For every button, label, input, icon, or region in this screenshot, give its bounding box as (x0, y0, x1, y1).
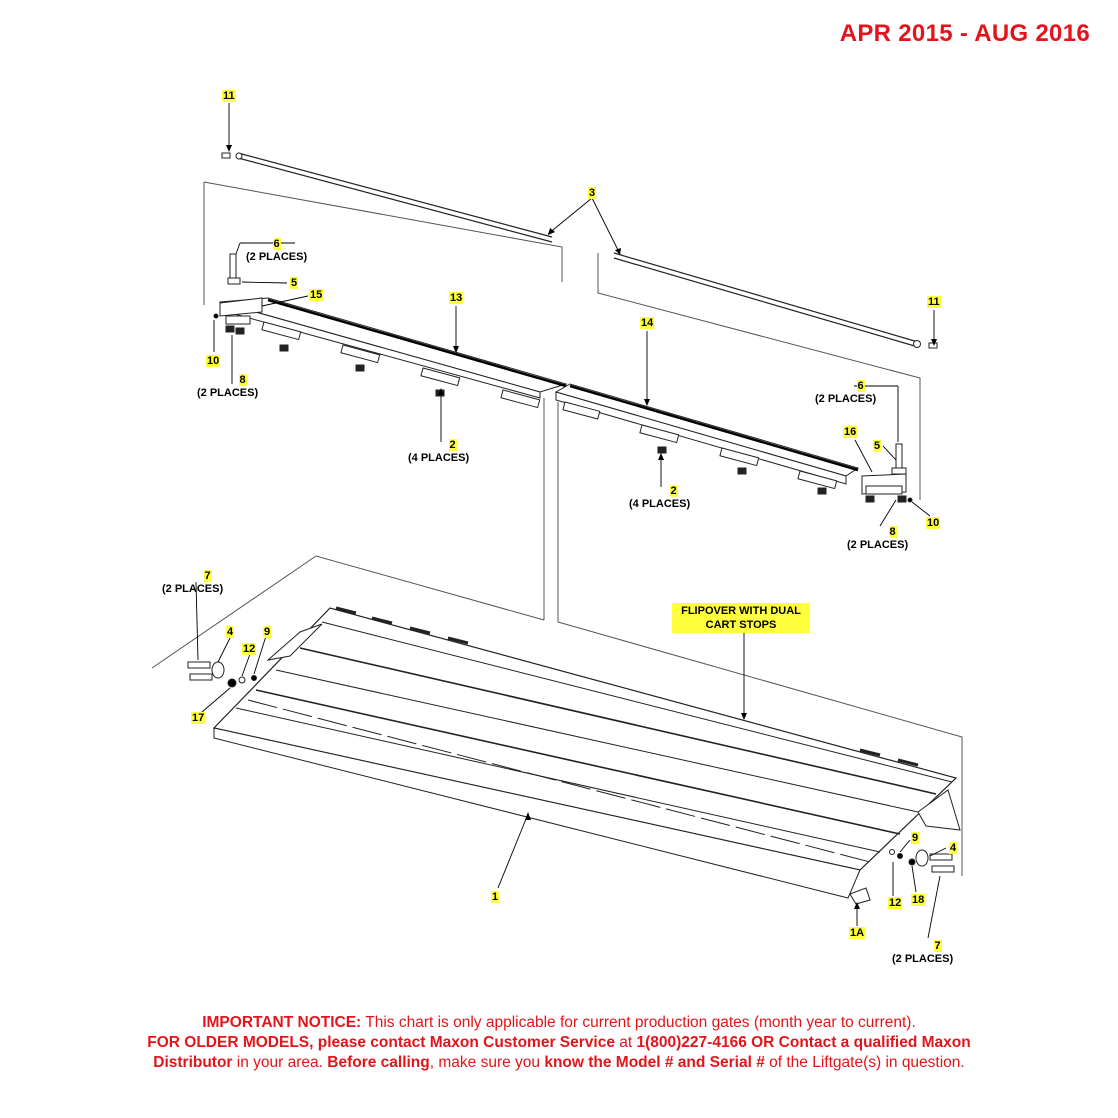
callout-2-right: 2(4 PLACES) (629, 485, 691, 510)
end-plate-left (213, 253, 263, 335)
callout-5-left: 5 (290, 277, 299, 289)
callout-1: 1 (491, 891, 500, 903)
callout-10-right: 10 (926, 517, 941, 529)
callout-14: 14 (640, 317, 655, 329)
hinge-pin-right (613, 252, 938, 349)
callout-2-left: 2(4 PLACES) (408, 439, 470, 464)
callout-11-left: 11 (222, 90, 236, 102)
callout-12-right: 12 (888, 897, 903, 909)
callout-11-right: 11 (927, 296, 941, 308)
hinge-pin-left (221, 152, 553, 243)
callout-7-left: 7(2 PLACES) (162, 570, 224, 595)
hardware-right (849, 849, 955, 905)
callout-16: 16 (843, 426, 858, 438)
hardware-left (187, 661, 257, 688)
important-notice: IMPORTANT NOTICE: This chart is only app… (147, 1014, 971, 1071)
leader-lines (195, 103, 947, 939)
end-plate-right (861, 443, 913, 503)
callout-4-left: 4 (226, 626, 235, 638)
hinge-plate-13 (219, 297, 568, 409)
callout-1a: 1A (849, 927, 866, 939)
callout-17: 17 (191, 712, 206, 724)
callout-8-right: 8(2 PLACES) (847, 526, 909, 551)
callout-10-left: 10 (206, 355, 221, 367)
callout-9-right: 9 (911, 832, 920, 844)
callout-13: 13 (449, 292, 464, 304)
callout-8-left: 8(2 PLACES) (197, 374, 259, 399)
flipover-platform (212, 606, 961, 899)
hinge-plate-14 (554, 383, 860, 495)
callout-12-left: 12 (242, 643, 257, 655)
callout-15: 15 (309, 289, 324, 301)
callout-7-right: 7(2 PLACES) (892, 940, 954, 965)
callout-18: 18 (911, 894, 926, 906)
callout-3: 3 (588, 187, 597, 199)
reference-plane-right (597, 253, 921, 500)
date-range-title: APR 2015 - AUG 2016 (839, 20, 1090, 47)
callout-4-right: 4 (949, 842, 958, 854)
arrowheads (226, 145, 937, 909)
callout-9-left: 9 (263, 626, 272, 638)
reference-plane-bottom (151, 555, 545, 669)
callout-5-right: 5 (873, 440, 882, 452)
callout-6-right: 6(2 PLACES) (815, 380, 877, 405)
callout-6-left: 6(2 PLACES) (246, 238, 308, 263)
